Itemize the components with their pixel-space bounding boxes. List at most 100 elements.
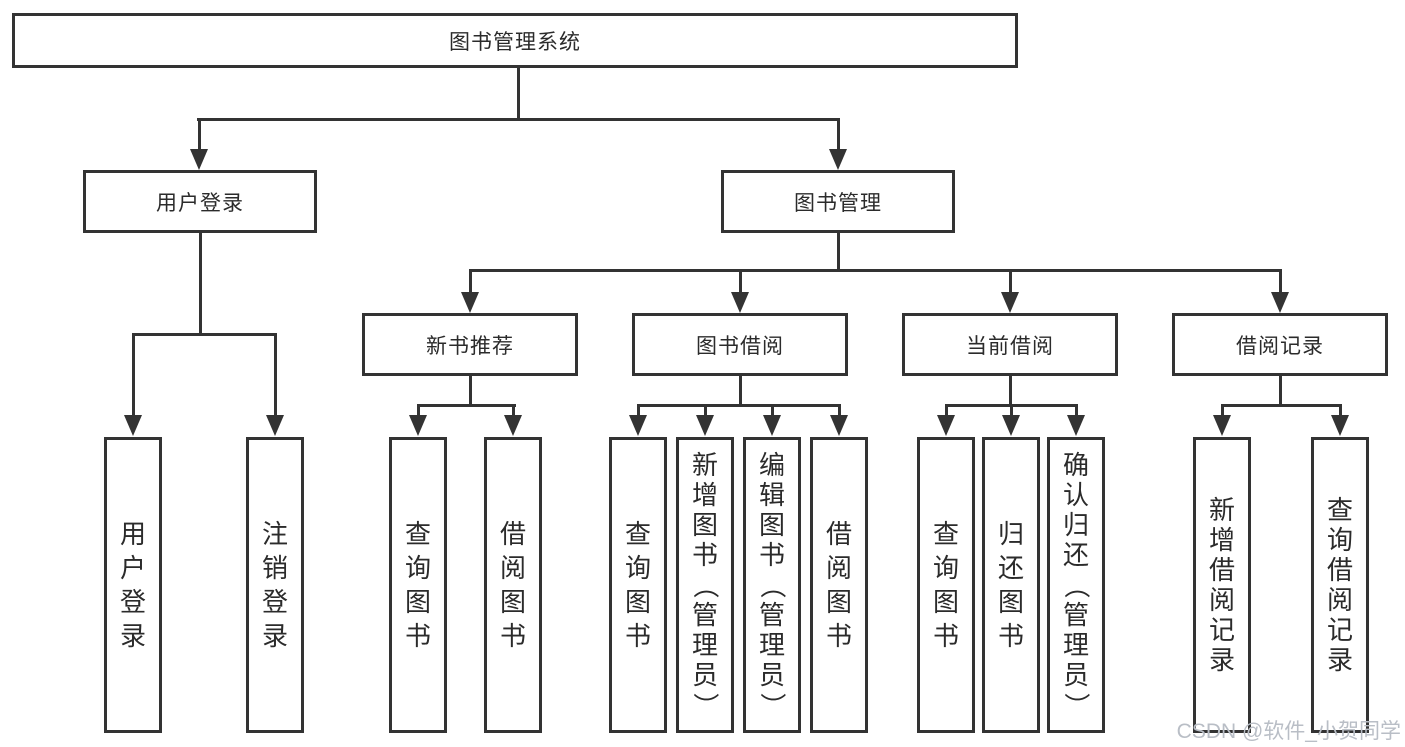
- leaf-label-char: 归: [997, 518, 1024, 549]
- leaf-label-char: 录: [119, 620, 146, 651]
- edge-book-bar: [468, 269, 1282, 272]
- leaf-label-char: ）: [757, 691, 788, 719]
- leaf-label-char: 查: [932, 518, 959, 549]
- leaf-label-char: 书: [758, 539, 785, 570]
- leaf-records-query-record: 查询借阅记录: [1311, 437, 1369, 733]
- leaf-label-char: 录: [1208, 644, 1235, 675]
- leaf-label-char: 图: [404, 586, 431, 617]
- arrow-to-book-borrow-icon: [738, 269, 742, 292]
- leaf-label-char: 管: [1062, 599, 1089, 630]
- arrow-current-leaf1-icon: [944, 404, 948, 415]
- leaf-label-char: 询: [624, 552, 651, 583]
- leaf-label-char: ）: [690, 691, 721, 719]
- arrow-current-leaf2-icon: [1009, 404, 1013, 415]
- leaf-newrec-borrow-books: 借阅图书: [484, 437, 542, 733]
- leaf-label-char: 阅: [1326, 584, 1353, 615]
- leaf-label-char: 询: [1326, 524, 1353, 555]
- leaf-label-char: 借: [499, 518, 526, 549]
- leaf-label-char: 新: [1208, 494, 1235, 525]
- leaf-label-char: 查: [624, 518, 651, 549]
- node-book-borrow: 图书借阅: [632, 313, 848, 376]
- arrow-borrow-leaf2-icon: [703, 404, 707, 415]
- arrow-to-login-leaf-icon: [131, 333, 135, 415]
- leaf-label-char: 员: [1062, 659, 1089, 690]
- edge-root-bar: [197, 118, 840, 121]
- leaf-label-char: 员: [758, 659, 785, 690]
- leaf-label-char: 录: [261, 620, 288, 651]
- leaf-label-char: 阅: [825, 552, 852, 583]
- leaf-label-char: 管: [758, 599, 785, 630]
- leaf-label-char: 查: [1326, 494, 1353, 525]
- leaf-label-char: 销: [261, 552, 288, 583]
- edge-user-bar: [131, 333, 277, 336]
- leaf-label-char: 录: [1326, 644, 1353, 675]
- node-current-borrow: 当前借阅: [902, 313, 1118, 376]
- leaf-current-confirm-return-admin: 确认归还（管理员）: [1047, 437, 1105, 733]
- edge-borrow-bar: [636, 404, 840, 407]
- arrow-to-borrow-records-icon: [1278, 269, 1282, 292]
- leaf-label-char: 书: [997, 620, 1024, 651]
- leaf-label-char: 书: [691, 539, 718, 570]
- leaf-label-char: 用: [119, 518, 146, 549]
- leaf-label-char: 阅: [1208, 584, 1235, 615]
- leaf-label-char: 图: [825, 586, 852, 617]
- leaf-label-char: 图: [624, 586, 651, 617]
- leaf-label-char: 借: [1326, 554, 1353, 585]
- leaf-borrow-add-books-admin: 新增图书（管理员）: [676, 437, 734, 733]
- leaf-label-char: 记: [1326, 614, 1353, 645]
- csdn-watermark: CSDN @软件_小贺同学: [1176, 720, 1401, 743]
- arrow-records-leaf1-icon: [1220, 404, 1224, 415]
- edge-root-stub: [517, 68, 520, 119]
- leaf-label-char: 户: [119, 552, 146, 583]
- leaf-label-char: 书: [624, 620, 651, 651]
- arrow-to-user-login-icon: [197, 118, 201, 149]
- leaf-label-char: 新: [691, 449, 718, 480]
- node-user-login: 用户登录: [83, 170, 317, 233]
- arrow-to-book-mgmt-icon: [836, 118, 840, 149]
- leaf-label-char: 增: [1208, 524, 1235, 555]
- leaf-logout: 注销登录: [246, 437, 304, 733]
- leaf-label-char: 登: [261, 586, 288, 617]
- leaf-label-char: 图: [997, 586, 1024, 617]
- leaf-label-char: 图: [932, 586, 959, 617]
- arrow-borrow-leaf4-icon: [837, 404, 841, 415]
- leaf-label-char: （: [690, 571, 721, 599]
- leaf-label-char: 增: [691, 479, 718, 510]
- edge-newrec-bar: [416, 404, 516, 407]
- leaf-label-char: 借: [825, 518, 852, 549]
- leaf-label-char: （: [1061, 571, 1092, 599]
- node-borrow-records: 借阅记录: [1172, 313, 1388, 376]
- arrow-current-leaf3-icon: [1074, 404, 1078, 415]
- leaf-label-char: 员: [691, 659, 718, 690]
- leaf-label-char: 记: [1208, 614, 1235, 645]
- edge-newrec-stub: [468, 376, 472, 407]
- leaf-label-char: 还: [1062, 539, 1089, 570]
- leaf-label-char: 归: [1062, 509, 1089, 540]
- leaf-label-char: 认: [1062, 479, 1089, 510]
- leaf-label-char: 编: [758, 449, 785, 480]
- leaf-label-char: 书: [825, 620, 852, 651]
- leaf-label-char: 借: [1208, 554, 1235, 585]
- node-new-book-rec: 新书推荐: [362, 313, 578, 376]
- leaf-label-char: 书: [932, 620, 959, 651]
- edge-borrow-stub: [738, 376, 742, 407]
- edge-records-bar: [1220, 404, 1342, 407]
- leaf-label-char: 还: [997, 552, 1024, 583]
- leaf-borrow-edit-books-admin: 编辑图书（管理员）: [743, 437, 801, 733]
- arrow-borrow-leaf3-icon: [770, 404, 774, 415]
- leaf-label-char: 确: [1062, 449, 1089, 480]
- leaf-label-char: 图: [691, 509, 718, 540]
- leaf-label-char: 图: [499, 586, 526, 617]
- leaf-user-login: 用户登录: [104, 437, 162, 733]
- leaf-label-char: 询: [932, 552, 959, 583]
- arrow-to-new-book-icon: [468, 269, 472, 292]
- leaf-label-char: 理: [1062, 629, 1089, 660]
- arrow-records-leaf2-icon: [1338, 404, 1342, 415]
- leaf-label-char: 登: [119, 586, 146, 617]
- leaf-label-char: 询: [404, 552, 431, 583]
- leaf-label-char: ）: [1061, 691, 1092, 719]
- leaf-label-char: 辑: [758, 479, 785, 510]
- leaf-label-char: 图: [758, 509, 785, 540]
- node-system-root: 图书管理系统: [12, 13, 1018, 68]
